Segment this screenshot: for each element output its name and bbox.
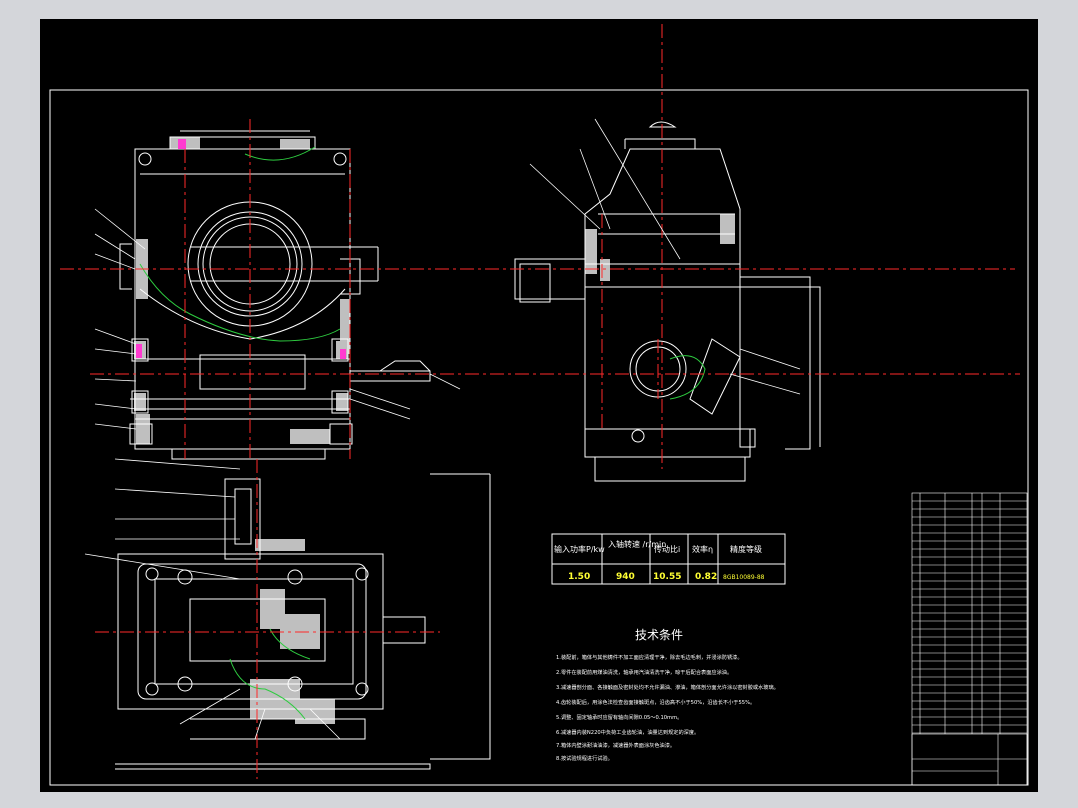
param-header: 精度等级 bbox=[730, 544, 762, 554]
tech-item: 2.零件在装配前用煤油清洗，轴承用汽油清洗干净，晾干后配合表面应涂油。 bbox=[556, 668, 732, 676]
tech-title: 技术条件 bbox=[635, 628, 683, 642]
tech-item: 3.减速器剖分面、各接触面及密封处均不允许漏油、渗油，箱体剖分面允许涂以密封胶或… bbox=[556, 683, 779, 691]
tech-item: 7.箱体内壁涂耐油油漆，减速器外表面涂灰色油漆。 bbox=[556, 741, 675, 749]
tech-item: 1.装配前，箱体与其他铸件不加工面应清理干净，除去毛边毛刺，并浸涂防锈漆。 bbox=[556, 653, 743, 661]
param-value: 0.82 bbox=[695, 572, 717, 582]
leader-lines bbox=[84, 118, 801, 740]
parts-list bbox=[911, 492, 1028, 786]
tech-list: 1.装配前，箱体与其他铸件不加工面应清理干净，除去毛边毛刺，并浸涂防锈漆。 2.… bbox=[556, 653, 779, 762]
side-view bbox=[514, 121, 821, 482]
tech-item: 5.调整、固定轴承时应留有轴向间隙0.05～0.10mm。 bbox=[556, 713, 682, 721]
tech-item: 8.按试验规程进行试验。 bbox=[556, 754, 613, 762]
tech-item: 4.齿轮装配后，用涂色法检查齿面接触斑点，沿齿高不小于50%，沿齿长不小于55%… bbox=[556, 698, 755, 706]
cad-drawing: 输入功率P/kw 入轴转速 /r/min 传动比i 效率η 精度等级 1.50 … bbox=[49, 24, 1029, 786]
front-contour-line bbox=[139, 146, 341, 342]
front-hatch bbox=[134, 137, 350, 444]
tech-item: 6.减速器内装N220中负荷工业齿轮油，油量达到规定的深度。 bbox=[556, 728, 699, 736]
param-header: 输入功率P/kw bbox=[554, 544, 605, 554]
param-header: 效率η bbox=[692, 544, 713, 554]
param-value: 1.50 bbox=[568, 572, 590, 582]
param-value: 8GB10089-88 bbox=[723, 574, 765, 581]
param-value: 10.55 bbox=[653, 572, 681, 582]
param-value: 940 bbox=[616, 572, 635, 582]
params-table bbox=[551, 533, 786, 585]
param-header: 传动比i bbox=[654, 544, 680, 554]
params-headers: 输入功率P/kw 入轴转速 /r/min 传动比i 效率η 精度等级 bbox=[554, 539, 762, 554]
param-header: 入轴转速 /r/min bbox=[608, 539, 666, 549]
centerlines bbox=[60, 24, 1020, 779]
side-contour-line bbox=[669, 355, 706, 400]
top-hatch bbox=[250, 539, 335, 724]
drawing-border bbox=[49, 89, 1029, 786]
side-hatch bbox=[585, 214, 735, 281]
drawing-canvas: 输入功率P/kw 入轴转速 /r/min 传动比i 效率η 精度等级 1.50 … bbox=[40, 19, 1038, 792]
params-values: 1.50 940 10.55 0.82 8GB10089-88 bbox=[568, 572, 765, 582]
front-highlight bbox=[136, 139, 346, 359]
